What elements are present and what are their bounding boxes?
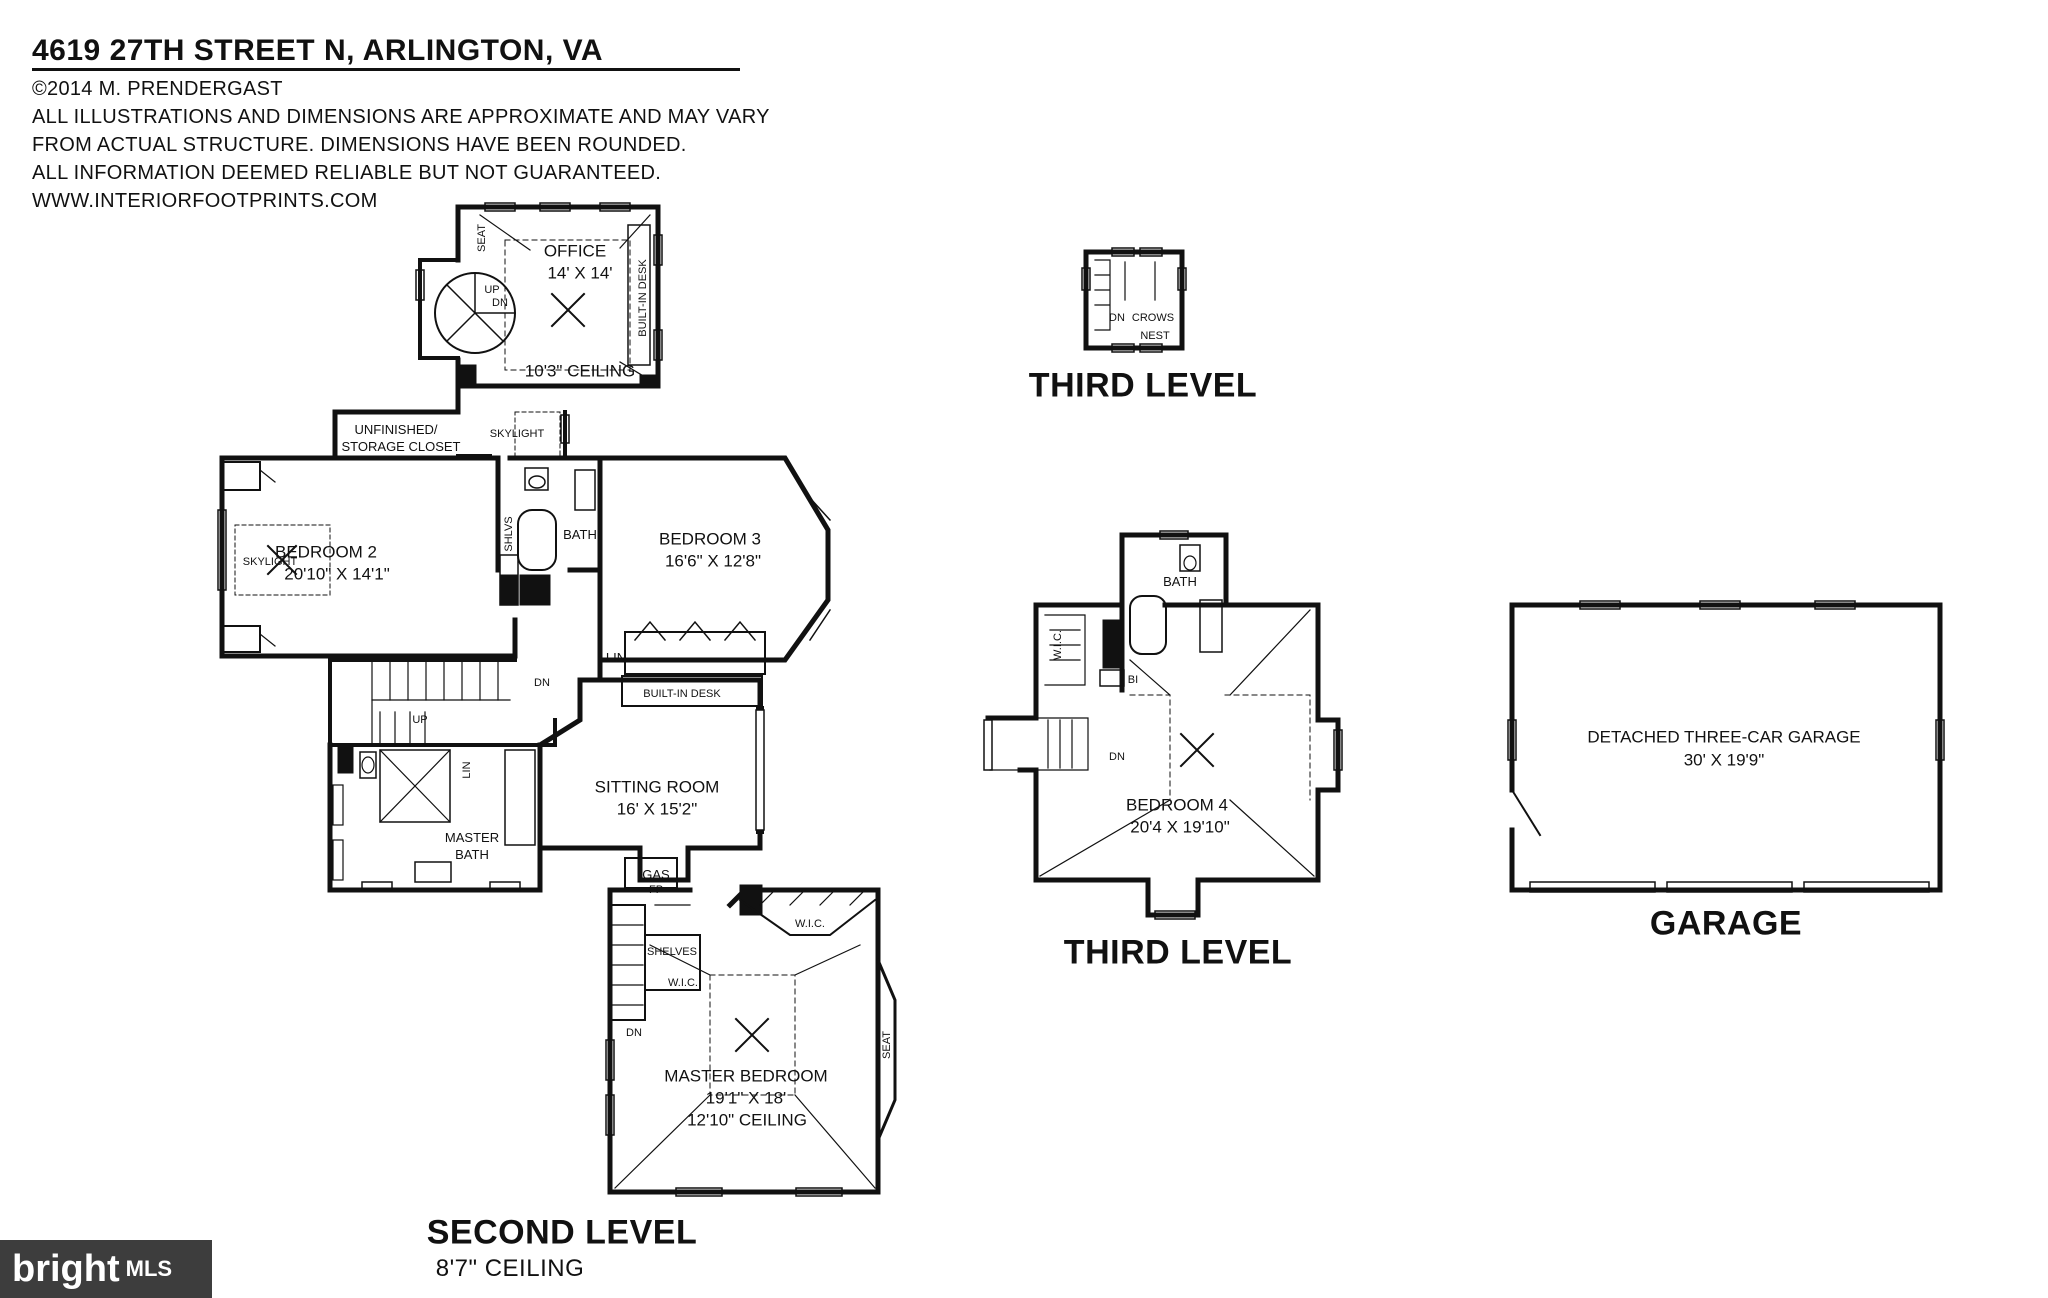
storage-closet-label-1: UNFINISHED/ [354,421,438,437]
crows-nest-outline [1081,247,1187,353]
bedroom-4-bath-label: BATH [1163,573,1197,589]
watermark-brand: bright [12,1247,120,1290]
office-room-outline [415,202,663,389]
office-ceiling: 10'3" CEILING [524,361,636,381]
bath-label: BATH [563,526,597,542]
gas-fireplace-label-2: FP [648,883,664,896]
master-bath-label-1: MASTER [444,829,500,845]
third-level-top-title: THIRD LEVEL [1028,366,1258,405]
office-dimensions: 14' X 14' [547,263,613,283]
seat-label-master: SEAT [880,1031,893,1059]
master-stair-dn-label: DN [626,1026,642,1039]
sitting-room-label: SITTING ROOM [594,777,720,797]
master-bath-linen-label: LIN [460,761,473,779]
disclaimer-line-1: ALL ILLUSTRATIONS AND DIMENSIONS ARE APP… [32,106,770,128]
crows-nest-label-2: NEST [1140,329,1170,342]
master-bedroom-label: MASTER BEDROOM [664,1066,828,1086]
watermark-suffix: MLS [125,1256,173,1281]
crows-nest-label-1: CROWS [1131,311,1175,324]
second-level-title: SECOND LEVEL [426,1213,698,1252]
bedroom-4-dimensions: 20'4 X 19'10" [1130,817,1230,837]
crows-nest-dn-label: DN [1109,311,1125,324]
master-bedroom-ceiling: 12'10" CEILING [687,1110,807,1130]
title-underline [32,68,740,71]
seat-label-office: SEAT [475,224,488,252]
sitting-room-outline [536,657,765,889]
skylight-label: SKYLIGHT [489,427,545,440]
disclaimer-line-2: FROM ACTUAL STRUCTURE. DIMENSIONS HAVE B… [32,134,687,156]
skylight-label-bedroom-2: SKYLIGHT [242,555,298,568]
shelves-label-master: SHELVES [647,945,697,958]
bedroom-2-dimensions: 20'10" X 14'1" [284,564,390,584]
bedroom-4-wic-label: W.I.C. [1051,630,1064,660]
bright-mls-watermark: bright MLS [0,1240,212,1298]
master-bedroom-outline [605,884,897,1197]
master-bedroom-dimensions: 19'1" X 18' [705,1088,787,1108]
disclaimer-line-3: ALL INFORMATION DEEMED RELIABLE BUT NOT … [32,162,662,184]
bedroom-2-label: BEDROOM 2 [274,542,378,562]
gas-fireplace-label-1: GAS [642,866,670,882]
stair-dn-label: DN [534,676,550,689]
stair-up-label: UP [412,713,428,726]
office-built-in-desk-label: BUILT-IN DESK [636,259,649,337]
bedroom-4-outline [983,530,1343,920]
bedroom-4-label: BEDROOM 4 [1125,795,1229,815]
dn-arrow-label: DN [492,296,508,309]
linen-label: LIN [605,649,627,665]
bedroom-3-label: BEDROOM 3 [658,529,762,549]
bedroom-2-outline [217,455,551,659]
garage-name-label: DETACHED THREE-CAR GARAGE [1587,727,1861,747]
bedroom-4-dn-label: DN [1109,750,1125,763]
office-label: OFFICE [543,241,607,261]
shelves-label: SHLVS [502,516,515,552]
master-bath-outline [327,742,543,893]
third-level-title: THIRD LEVEL [1063,933,1293,972]
second-level-ceiling: 8'7" CEILING [435,1254,585,1282]
website-line: WWW.INTERIORFOOTPRINTS.COM [32,190,378,212]
copyright-line: ©2014 M. PRENDERGAST [32,78,283,100]
bedroom-4-bi-label: BI [1127,673,1139,686]
address-title: 4619 27TH STREET N, ARLINGTON, VA [32,34,604,67]
garage-dimensions: 30' X 19'9" [1683,750,1765,770]
wic-label-master-left: W.I.C. [668,976,698,989]
storage-closet-label-2: STORAGE CLOSET [341,438,461,454]
garage-title: GARAGE [1649,904,1803,943]
garage-outline [1507,600,1945,893]
master-bath-label-2: BATH [455,846,489,862]
wic-label-master-right: W.I.C. [795,917,825,930]
up-arrow-label: UP [484,283,500,296]
bedroom-3-dimensions: 16'6" X 12'8" [664,551,762,571]
built-in-desk-label: BUILT-IN DESK [643,687,721,700]
sitting-room-dimensions: 16' X 15'2" [616,799,698,819]
